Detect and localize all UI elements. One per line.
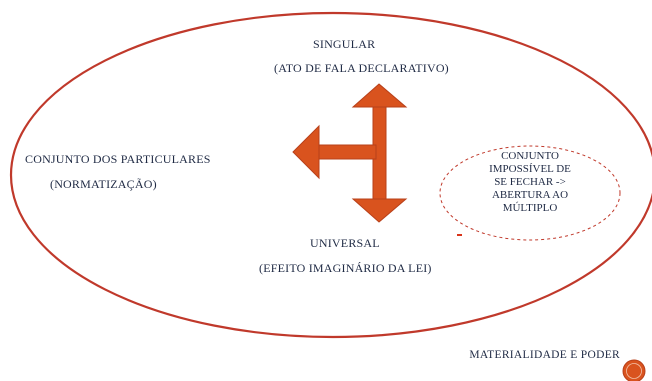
footer-title: MATERIALIDADE E PODER: [469, 349, 620, 361]
inner-ellipse-line-3: SE FECHAR ->: [494, 176, 566, 188]
arrow-up-head: [351, 83, 408, 108]
inner-ellipse-line-5: MÚLTIPLO: [502, 202, 558, 214]
inner-ellipse-line-2: IMPOSSÍVEL DE: [489, 163, 571, 175]
three-way-arrow: [292, 83, 408, 223]
universal-label: UNIVERSAL: [310, 236, 380, 250]
inner-dashed-ellipse: [439, 145, 621, 241]
particulares-sublabel: (NORMATIZAÇÃO): [50, 177, 157, 191]
inner-ellipse-line-4: ABERTURA AO: [491, 189, 569, 201]
singular-label: SINGULAR: [313, 37, 376, 51]
red-dash-mark: [457, 234, 462, 236]
arrow-left-head: [292, 124, 320, 180]
arrow-horizontal-shaft: [317, 144, 377, 160]
outer-ellipse: [9, 11, 652, 339]
particulares-label: CONJUNTO DOS PARTICULARES: [25, 152, 211, 166]
singular-sublabel: (ATO DE FALA DECLARATIVO): [274, 61, 449, 75]
footer-circle-ring: [626, 363, 642, 379]
arrow-down-head: [351, 198, 408, 223]
universal-sublabel: (EFEITO IMAGINÁRIO DA LEI): [259, 261, 432, 275]
inner-ellipse-line-1: CONJUNTO: [501, 150, 559, 162]
